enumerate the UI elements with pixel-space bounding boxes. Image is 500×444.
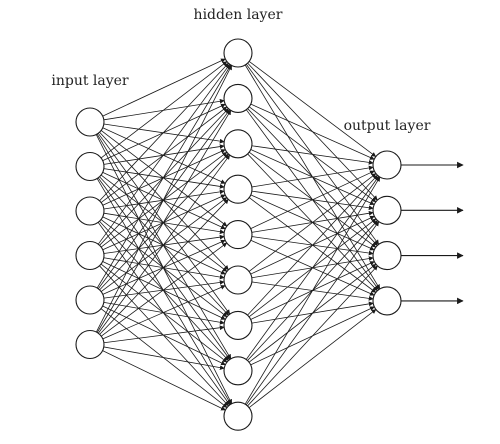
hidden-neuron-7 — [223, 310, 253, 340]
output-arrows-group — [401, 161, 464, 305]
connection-arrow — [102, 261, 226, 320]
connection-arrow — [102, 171, 226, 230]
connection-arrow — [101, 242, 228, 337]
connection-arrow — [102, 285, 226, 340]
connection-arrow — [102, 305, 226, 366]
connection-arrow — [99, 265, 229, 407]
connection-arrow — [244, 176, 381, 405]
input-neuron-2 — [75, 151, 105, 182]
neurons-group — [75, 38, 402, 431]
connection-arrow — [95, 65, 233, 333]
connection-arrow — [97, 154, 231, 334]
connection-arrow — [103, 168, 225, 189]
connection-arrow — [102, 58, 226, 117]
hidden-layer-label: hidden layer — [194, 7, 283, 23]
input-layer-label: input layer — [51, 73, 129, 89]
connection-arrow — [248, 173, 377, 272]
connection-arrow — [100, 263, 228, 363]
connection-arrow — [100, 61, 228, 159]
input-neuron-1 — [75, 107, 105, 137]
connection-arrow — [100, 219, 228, 318]
connection-arrow — [247, 265, 378, 407]
connection-arrow — [99, 62, 229, 202]
hidden-neuron-3 — [223, 129, 253, 159]
output-neuron-3 — [372, 241, 402, 271]
connection-arrow — [102, 127, 226, 184]
connection-arrow — [248, 61, 377, 157]
output-neuron-4 — [372, 286, 402, 316]
connection-arrow — [100, 130, 228, 227]
connection-arrow — [99, 131, 229, 271]
connection-arrow — [251, 145, 374, 165]
output-neuron-1 — [372, 150, 402, 180]
connection-arrow — [245, 175, 380, 360]
output-layer-label: output layer — [344, 118, 431, 134]
connection-arrow — [103, 257, 225, 280]
connections-group — [95, 58, 381, 411]
input-neuron-5 — [75, 285, 105, 315]
hidden-neuron-2 — [223, 83, 253, 113]
hidden-neuron-4 — [223, 174, 253, 204]
connection-arrow — [103, 346, 225, 370]
connection-arrow — [102, 216, 226, 275]
hidden-neuron-9 — [223, 401, 253, 431]
input-neuron-4 — [75, 240, 105, 271]
connection-arrow — [250, 170, 375, 230]
connection-arrow — [103, 212, 225, 235]
connection-arrow — [103, 123, 225, 144]
connection-arrow — [245, 221, 380, 406]
connection-arrow — [99, 198, 229, 335]
connection-arrow — [247, 174, 378, 316]
connection-arrow — [248, 309, 377, 408]
connection-arrow — [97, 63, 231, 245]
connection-arrow — [103, 301, 225, 325]
connection-arrow — [100, 308, 228, 408]
connection-arrow — [251, 165, 374, 188]
connection-arrow — [103, 325, 225, 344]
hidden-neuron-6 — [223, 265, 253, 295]
hidden-neuron-1 — [223, 38, 253, 68]
input-neuron-6 — [75, 329, 105, 360]
connection-arrow — [100, 174, 228, 272]
output-neuron-2 — [372, 195, 402, 225]
hidden-neuron-8 — [223, 356, 253, 386]
hidden-neuron-5 — [223, 220, 253, 250]
connection-arrow — [96, 109, 232, 333]
connection-arrow — [250, 103, 375, 160]
input-neuron-3 — [75, 196, 105, 226]
connection-arrow — [96, 64, 232, 289]
connection-arrow — [99, 176, 229, 316]
connection-arrow — [102, 350, 226, 411]
connection-arrow — [99, 220, 229, 361]
